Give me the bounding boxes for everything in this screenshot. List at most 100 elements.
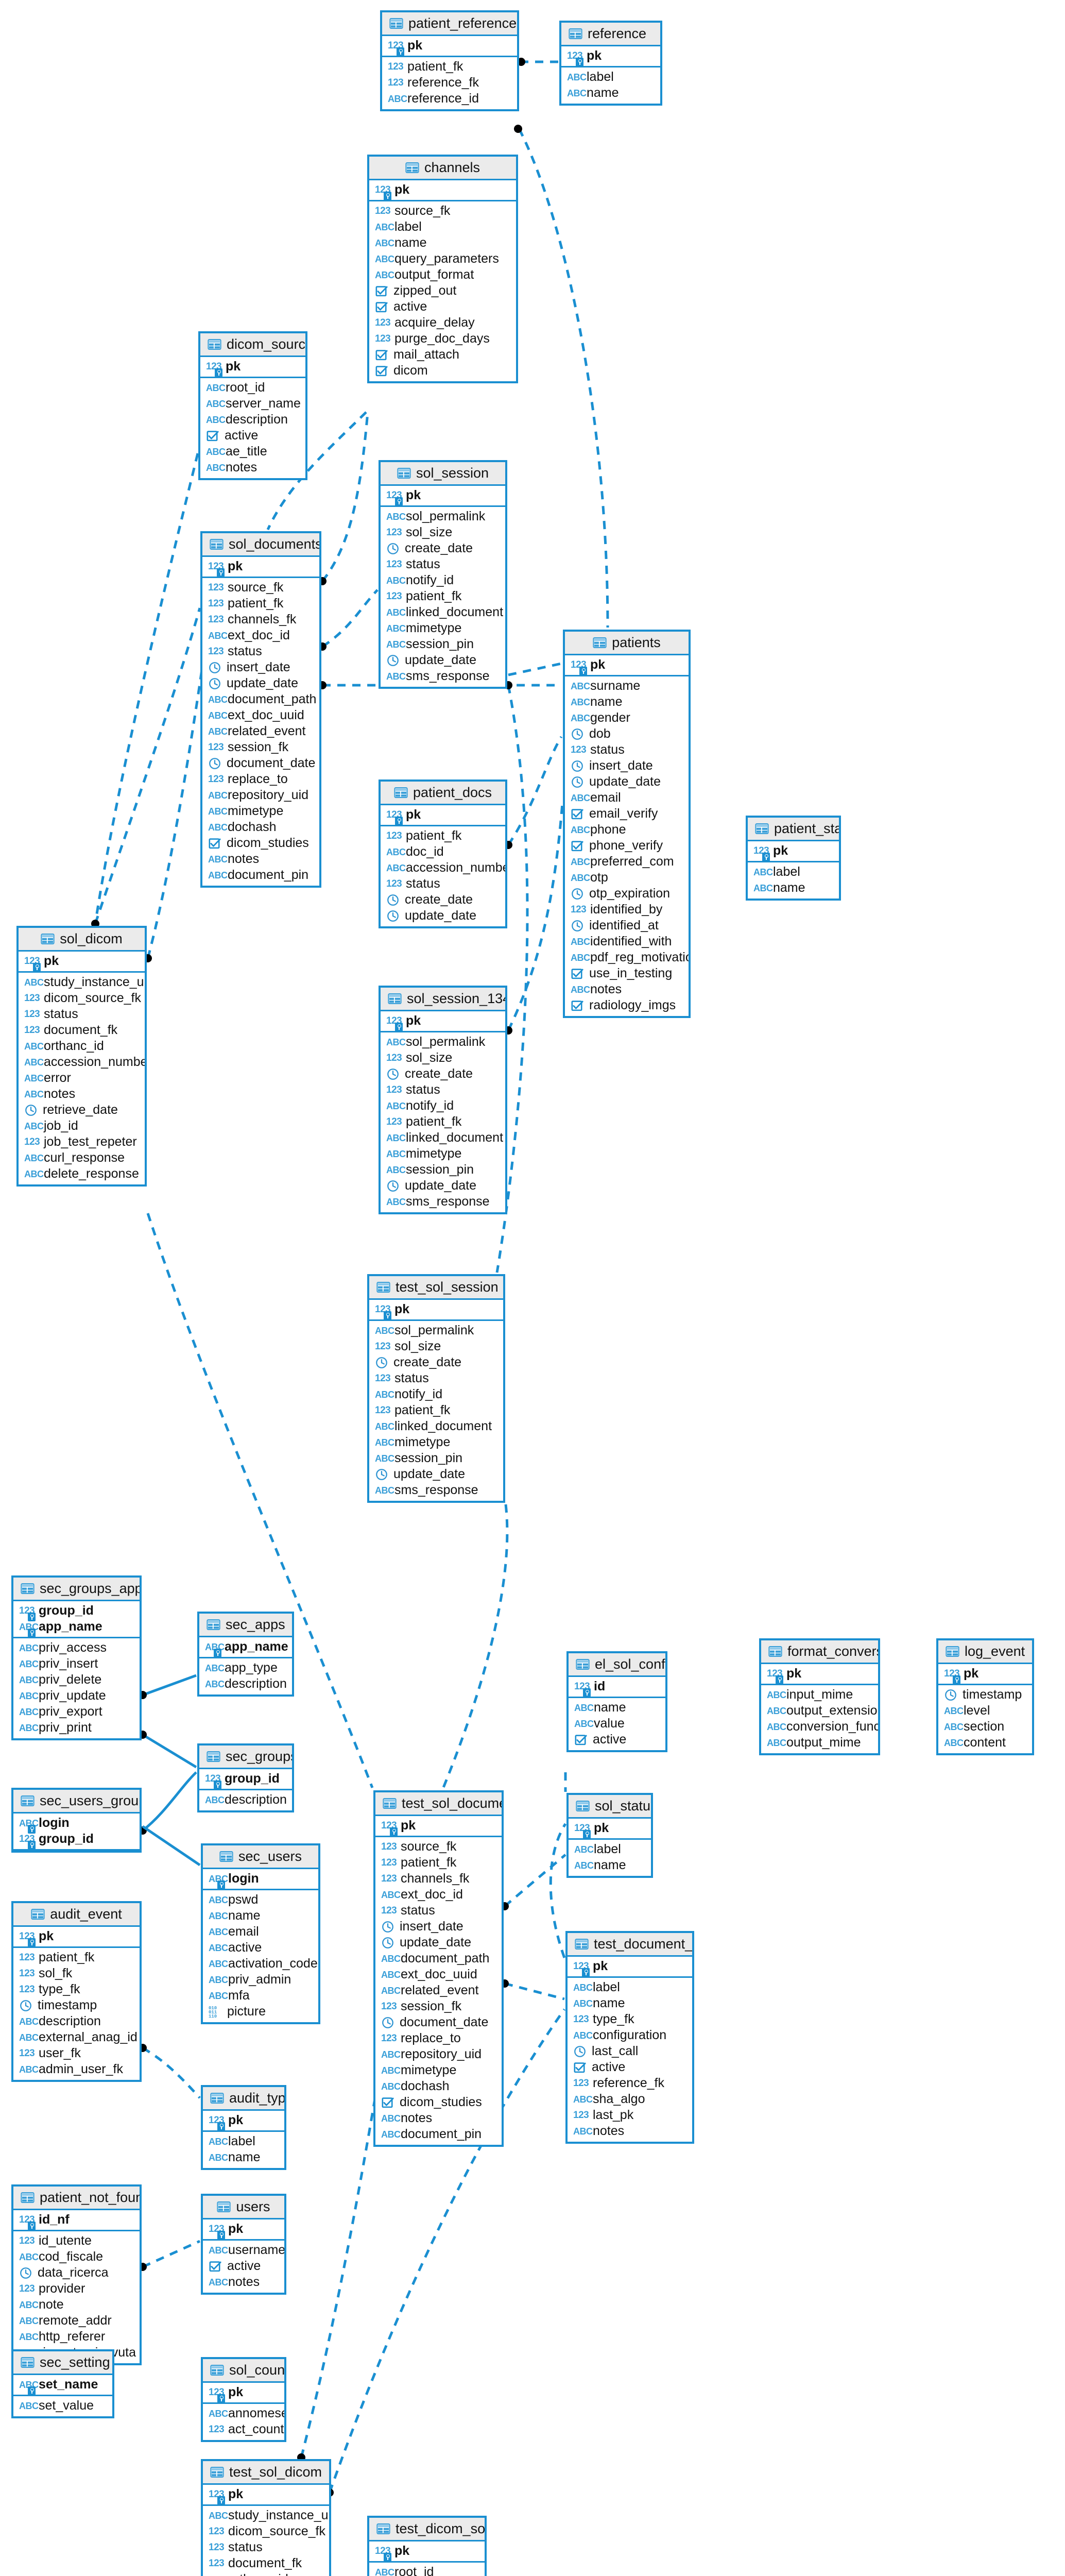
column-row[interactable]: document_date: [375, 2014, 502, 2030]
column-row[interactable]: email_verify: [565, 806, 689, 822]
column-row[interactable]: update_date: [202, 675, 319, 691]
column-row[interactable]: phone_verify: [565, 838, 689, 854]
entity-table-sec_users_groups[interactable]: sec_users_groupsABClogin123group_id: [11, 1788, 142, 1853]
column-row[interactable]: retrieve_date: [19, 1102, 145, 1118]
column-row[interactable]: radiology_imgs: [565, 997, 689, 1013]
column-row[interactable]: insert_date: [375, 1919, 502, 1935]
column-row[interactable]: active: [369, 299, 516, 315]
column-row[interactable]: create_date: [381, 1066, 505, 1082]
column-row[interactable]: active: [203, 2258, 284, 2274]
entity-table-test_sol_document[interactable]: test_sol_document123pk123source_fk123pat…: [373, 1790, 504, 2147]
entity-table-sol_counter[interactable]: sol_counter123pkABCannomese123act_count: [201, 2357, 286, 2442]
column-row[interactable]: update_date: [381, 652, 505, 668]
column-row[interactable]: dicom: [369, 363, 516, 379]
column-row[interactable]: create_date: [381, 540, 505, 556]
column-row[interactable]: insert_date: [565, 758, 689, 774]
column-row[interactable]: active: [200, 428, 305, 444]
column-row[interactable]: dob: [565, 726, 689, 742]
column-row[interactable]: insert_date: [202, 659, 319, 675]
column-row[interactable]: active: [569, 1732, 665, 1748]
